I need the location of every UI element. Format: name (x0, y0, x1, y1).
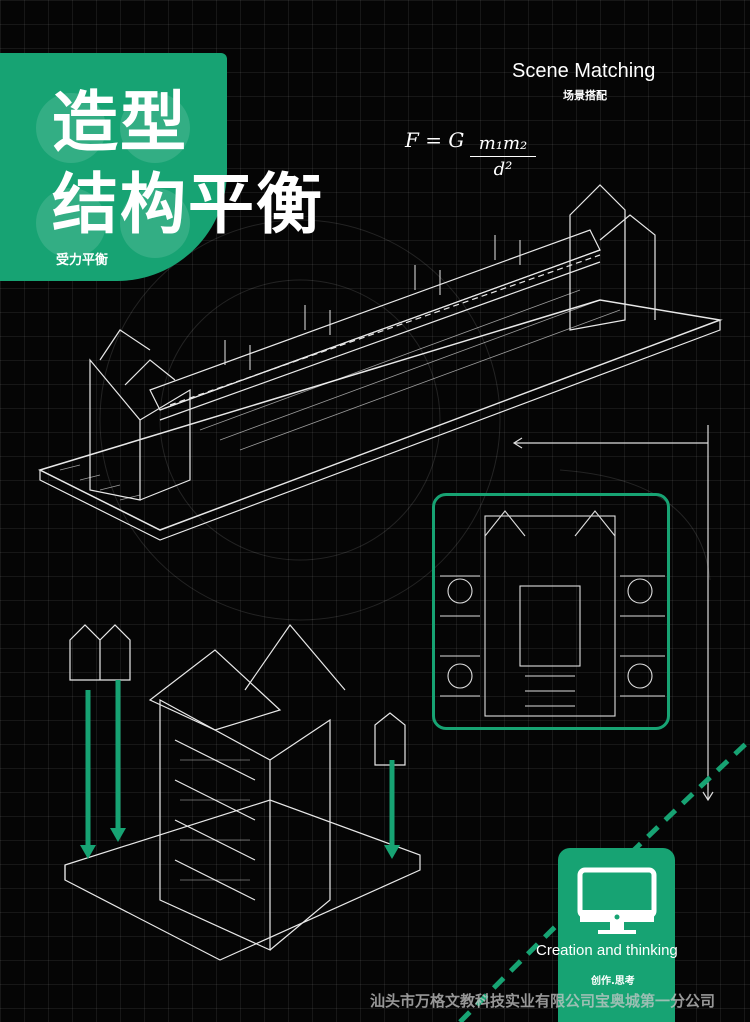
tower-drawing (64, 624, 421, 961)
bridge-drawing (37, 184, 723, 541)
formula-denominator: d² (493, 159, 513, 180)
headline-subtitle: 受力平衡 (56, 253, 109, 268)
footer-watermark: 汕头市万格文教科技实业有限公司宝奥城第一分公司 (370, 992, 716, 1010)
gate-top-view-drawing (440, 510, 665, 717)
monitor-icon (577, 867, 657, 934)
formula-lhs: F = G (405, 128, 465, 152)
scene-title: Scene Matching (512, 60, 656, 82)
headline-line2: 结构平衡 (52, 166, 324, 243)
badge-subtitle: 创作.思考 (591, 976, 635, 987)
formula-numerator: m₁m₂ (478, 133, 528, 154)
creation-badge (558, 848, 675, 1022)
headline-panel (0, 53, 227, 281)
formula-fraction: m₁m₂ d² (470, 133, 536, 180)
detail-inset (432, 493, 670, 730)
placement-arrows (85, 680, 395, 848)
scene-subtitle: 场景搭配 (563, 89, 607, 102)
headline-line1: 造型 (52, 84, 188, 161)
dimension-arrows (512, 425, 714, 802)
badge-title: Creation and thinking (536, 942, 678, 959)
